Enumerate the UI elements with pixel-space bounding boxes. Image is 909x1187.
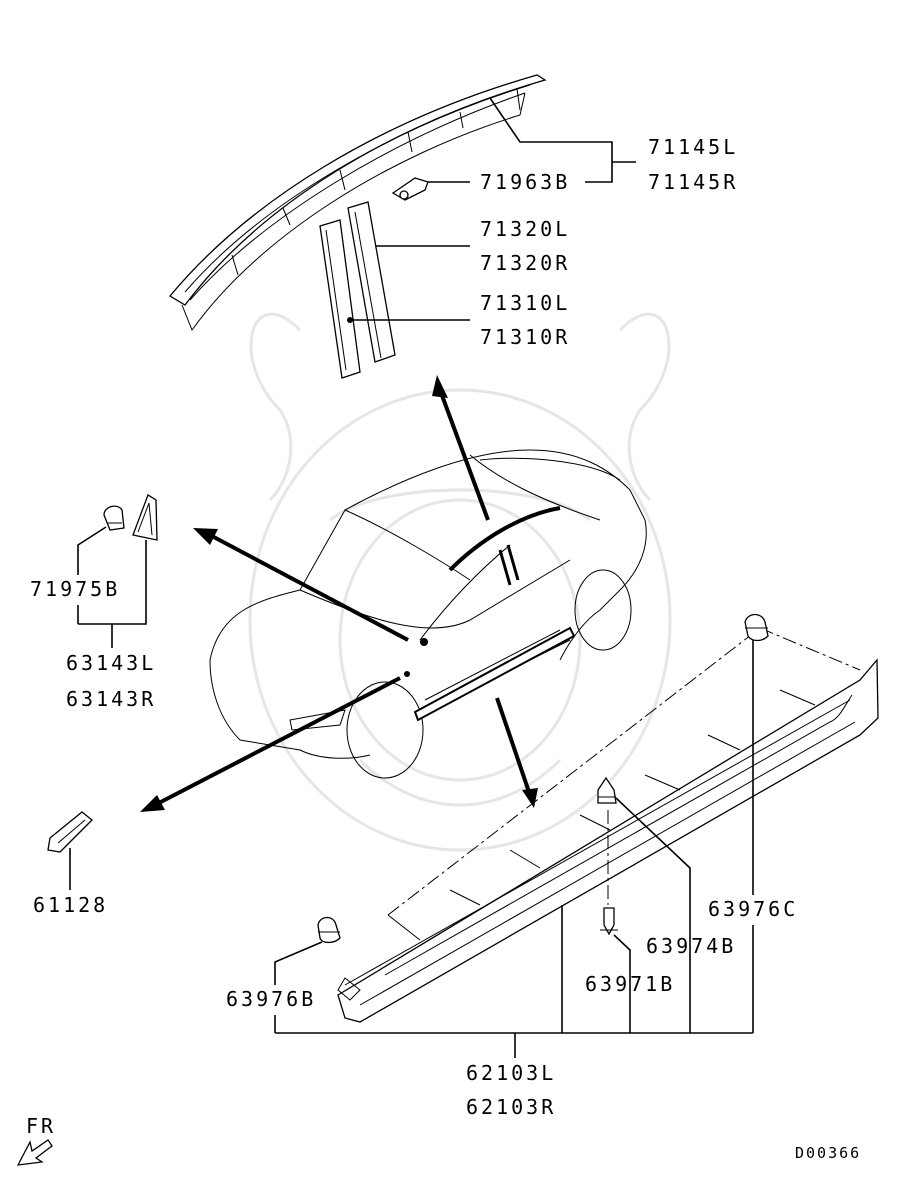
- label-63143r: 63143R: [66, 687, 156, 711]
- leader-lines-top: [347, 97, 636, 323]
- drawing-code: D00366: [795, 1144, 861, 1162]
- label-63976c: 63976C: [708, 897, 798, 921]
- side-marker-part: [47, 811, 93, 890]
- label-63976b: 63976B: [226, 987, 316, 1011]
- label-63974b: 63974B: [646, 934, 736, 958]
- leader-lines-bottom: [274, 640, 754, 1058]
- front-indicator-label: FR: [26, 1114, 56, 1138]
- label-63971b: 63971B: [585, 972, 675, 996]
- car-body-outline: [209, 449, 647, 779]
- leader-lines-left: [77, 526, 147, 648]
- label-71310r: 71310R: [480, 325, 570, 349]
- screw-63971b-part: [600, 907, 618, 936]
- label-71975b: 71975B: [30, 577, 120, 601]
- label-62103r: 62103R: [466, 1095, 556, 1119]
- clip-63976c-part: [744, 613, 769, 642]
- label-71320l: 71320L: [480, 217, 570, 241]
- clip-71963b-part: [391, 177, 429, 201]
- label-62103l: 62103L: [466, 1061, 556, 1085]
- label-71963b: 71963B: [480, 170, 570, 194]
- label-71320r: 71320R: [480, 251, 570, 275]
- watermark-emblem: [248, 312, 672, 852]
- label-71145l: 71145L: [648, 135, 738, 159]
- label-71310l: 71310L: [480, 291, 570, 315]
- belt-molding-part: [169, 74, 547, 332]
- label-71145r: 71145R: [648, 170, 738, 194]
- fender-garnish-part: [103, 494, 158, 541]
- clip-63976b-part: [317, 916, 341, 944]
- clip-63974b-part: [597, 776, 617, 804]
- front-arrow-icon: [16, 1139, 53, 1166]
- label-61128: 61128: [33, 893, 108, 917]
- side-sill-garnish-part: [337, 627, 879, 1023]
- direction-arrows: [140, 375, 538, 812]
- pillar-tape-part: [319, 201, 396, 379]
- label-63143l: 63143L: [66, 651, 156, 675]
